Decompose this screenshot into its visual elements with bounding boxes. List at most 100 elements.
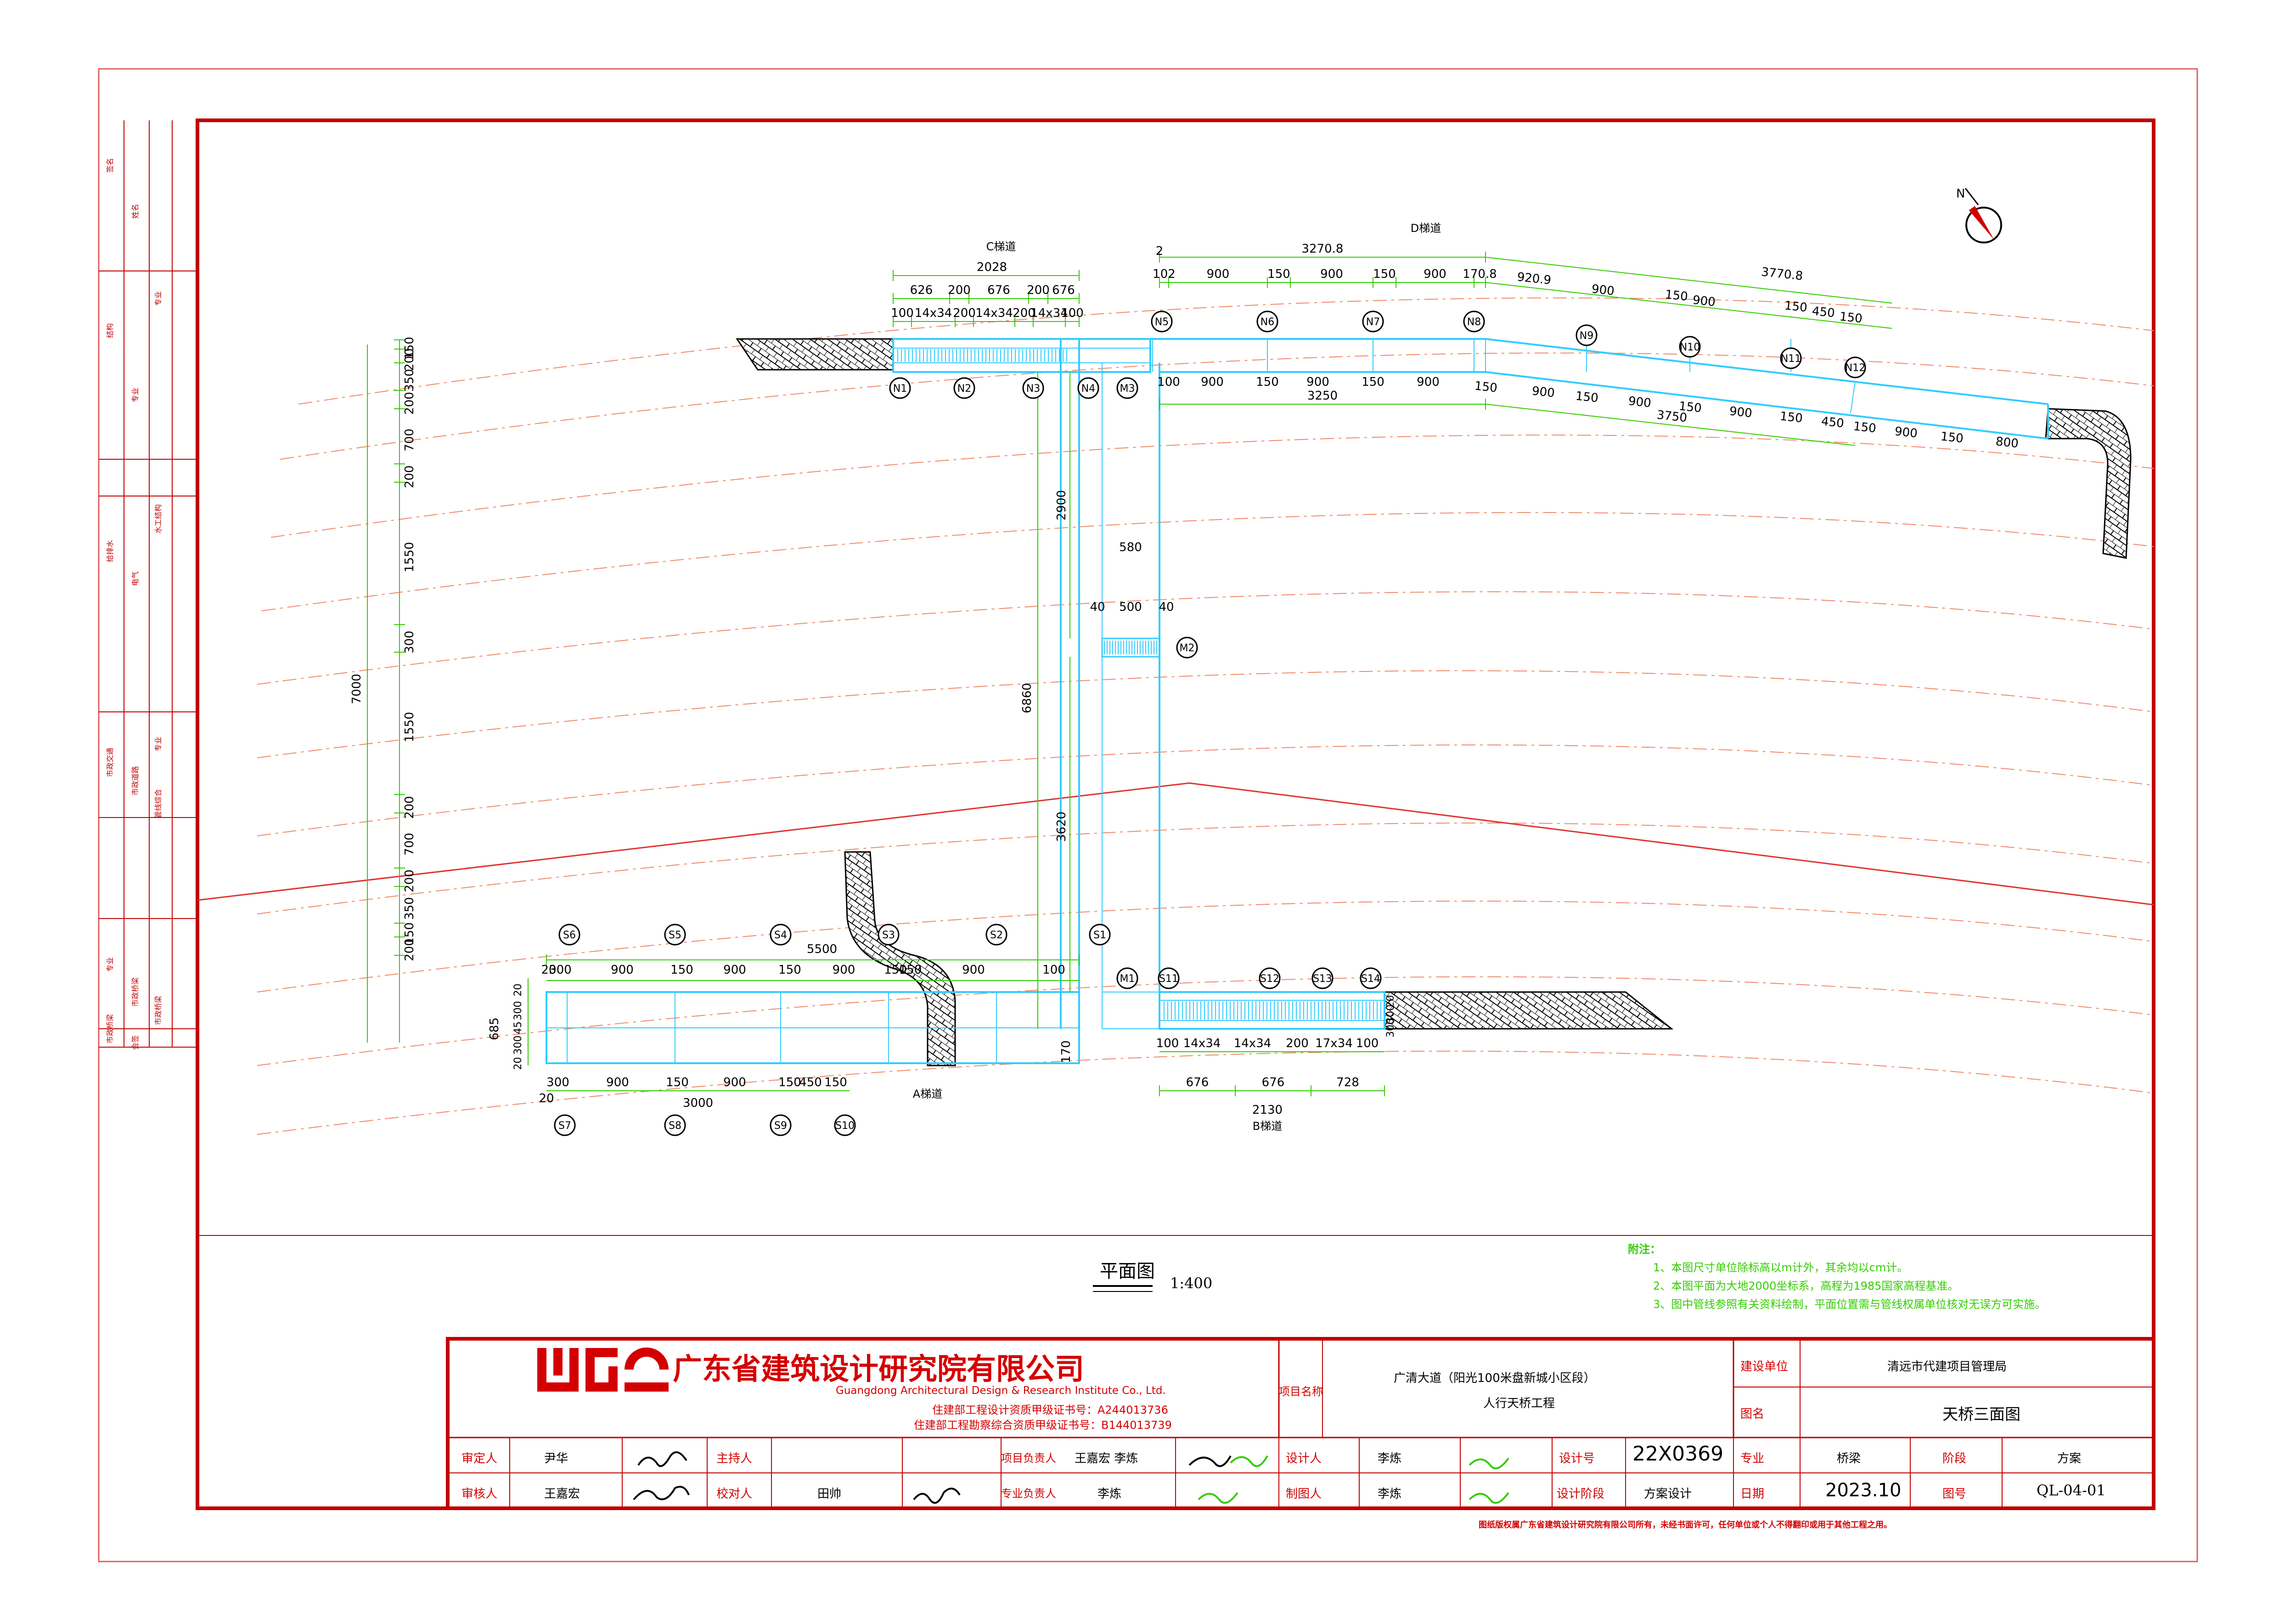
- pier-m2: M2: [1180, 643, 1195, 654]
- dimension-text: 900: [1591, 282, 1615, 299]
- side-label: 结构: [106, 323, 114, 338]
- side-label: 签名: [106, 158, 114, 173]
- project-label: 项目名称: [1279, 1385, 1323, 1398]
- pier-s3: S3: [882, 930, 895, 941]
- side-label: 电气: [131, 571, 140, 586]
- dim-line: [1485, 257, 1892, 304]
- pier-s13-bubble: [1311, 967, 1334, 989]
- dim-d-lead: 2: [1156, 244, 1164, 258]
- leader-label: 主持人: [716, 1452, 753, 1466]
- approve-label: 审定人: [461, 1452, 498, 1466]
- dim-580: 580: [1119, 541, 1142, 554]
- dim-7000: 7000: [350, 674, 364, 704]
- spec-label: 专业负责人: [1001, 1487, 1056, 1500]
- dimension-text: 45: [512, 1021, 524, 1034]
- signatures: [633, 1451, 1509, 1504]
- dimension-text: 350: [403, 369, 416, 392]
- red-line: [197, 782, 2154, 906]
- drawing-name-value: 天桥三面图: [1942, 1405, 2020, 1424]
- outer-frame: [98, 68, 2198, 1562]
- pier-s4: S4: [774, 930, 787, 941]
- pier-s8: S8: [669, 1120, 681, 1132]
- pier-s11: S11: [1159, 973, 1178, 985]
- dimension-text: 100: [1356, 1037, 1379, 1050]
- side-label: 市政交通: [106, 748, 114, 777]
- pier-s1-bubble: [1089, 924, 1111, 946]
- dim-d-total: 3270.8: [1302, 242, 1344, 256]
- dimension-text: 14x34: [975, 306, 1013, 320]
- pier-n4-bubble: [1077, 377, 1099, 399]
- dimension-text: 700: [403, 429, 416, 451]
- dimension-text: 100: [1156, 1037, 1179, 1050]
- dimension-text: 300: [512, 1001, 524, 1021]
- road-arc: [257, 591, 2154, 685]
- check-value: 田帅: [817, 1487, 842, 1501]
- dimension-text: 150: [824, 1076, 847, 1089]
- pier-n8: N8: [1467, 316, 1481, 328]
- pier-n9: N9: [1580, 330, 1593, 342]
- dimension-text: 150: [666, 1076, 689, 1089]
- dimension-text: 200: [1013, 306, 1035, 320]
- dimension-text: 900: [833, 963, 855, 977]
- deck-section-ticks: [567, 339, 1791, 1063]
- section-label-c: C梯道: [986, 240, 1016, 253]
- sheet-label: 图号: [1942, 1487, 1967, 1501]
- pier-s5-bubble: [664, 924, 686, 946]
- section-label-d: D梯道: [1411, 222, 1441, 235]
- dimension-text: 900: [1692, 293, 1716, 310]
- drawing-name-label: 图名: [1740, 1407, 1765, 1421]
- pier-s14: S14: [1361, 973, 1380, 985]
- signature-review: [633, 1486, 690, 1500]
- designer-label: 设计人: [1286, 1452, 1322, 1466]
- pier-s13: S13: [1313, 973, 1332, 985]
- pier-s4-bubble: [770, 924, 792, 946]
- note-1: 1、本图尺寸单位除标高以m计外，其余均以cm计。: [1653, 1261, 1908, 1274]
- dim-2130: 2130: [1252, 1103, 1283, 1117]
- pier-n2: N2: [957, 383, 971, 395]
- dim-685: 685: [488, 1017, 501, 1040]
- major-value: 桥梁: [1837, 1452, 1861, 1466]
- dim-e-lead: 920.9: [1516, 270, 1552, 288]
- dimension-text: 900: [1424, 267, 1446, 281]
- dim-3620: 3620: [1055, 812, 1069, 842]
- dimension-text: 150: [670, 963, 693, 977]
- dimension-text: 200: [1027, 283, 1050, 297]
- dimension-text: 150: [1665, 288, 1689, 304]
- svg-text:N: N: [1956, 187, 1965, 201]
- road-arc: [261, 512, 2154, 611]
- pier-n2-bubble: [953, 377, 975, 399]
- dim-170: 170: [1059, 1040, 1073, 1063]
- dimension-text: 14x34: [915, 306, 952, 320]
- dimension-text: 900: [962, 963, 985, 977]
- dimension-text: 200: [403, 392, 416, 415]
- date-value: 2023.10: [1825, 1480, 1902, 1501]
- road-arc: [257, 823, 2154, 914]
- drawing-scale: 1:400: [1170, 1274, 1213, 1292]
- road-arc: [298, 297, 2154, 405]
- phase-label: 阶段: [1942, 1452, 1967, 1466]
- signature-draw: [1469, 1492, 1509, 1504]
- dimension-text: 900: [606, 1076, 629, 1089]
- dimension-text: 200: [948, 283, 971, 297]
- section-label-a: A梯道: [913, 1088, 942, 1100]
- project-name-1: 广清大道（阳光100米盘新城小区段）: [1394, 1371, 1596, 1385]
- sheet-value: QL-04-01: [2037, 1482, 2106, 1499]
- signature-spec: [1198, 1492, 1238, 1504]
- dimension-text: 900: [611, 963, 634, 977]
- design-no-value: 22X0369: [1632, 1442, 1724, 1466]
- side-label: 水工结构: [154, 504, 163, 534]
- dimension-text: 150: [1779, 410, 1804, 426]
- dimension-text: 150: [778, 1076, 801, 1089]
- client-value: 清远市代建项目管理局: [1887, 1360, 2007, 1374]
- dimension-text: 200: [403, 869, 416, 892]
- draw-label: 制图人: [1286, 1487, 1322, 1501]
- dimension-text: 17x34: [1315, 1037, 1353, 1050]
- pier-n9-bubble: [1576, 324, 1598, 346]
- dimension-text: 1550: [403, 712, 416, 742]
- pier-s1: S1: [1093, 930, 1106, 941]
- side-label: 专业: [131, 388, 140, 402]
- north-arrow-icon: N: [1956, 187, 2002, 243]
- section-label-b: B梯道: [1253, 1120, 1282, 1133]
